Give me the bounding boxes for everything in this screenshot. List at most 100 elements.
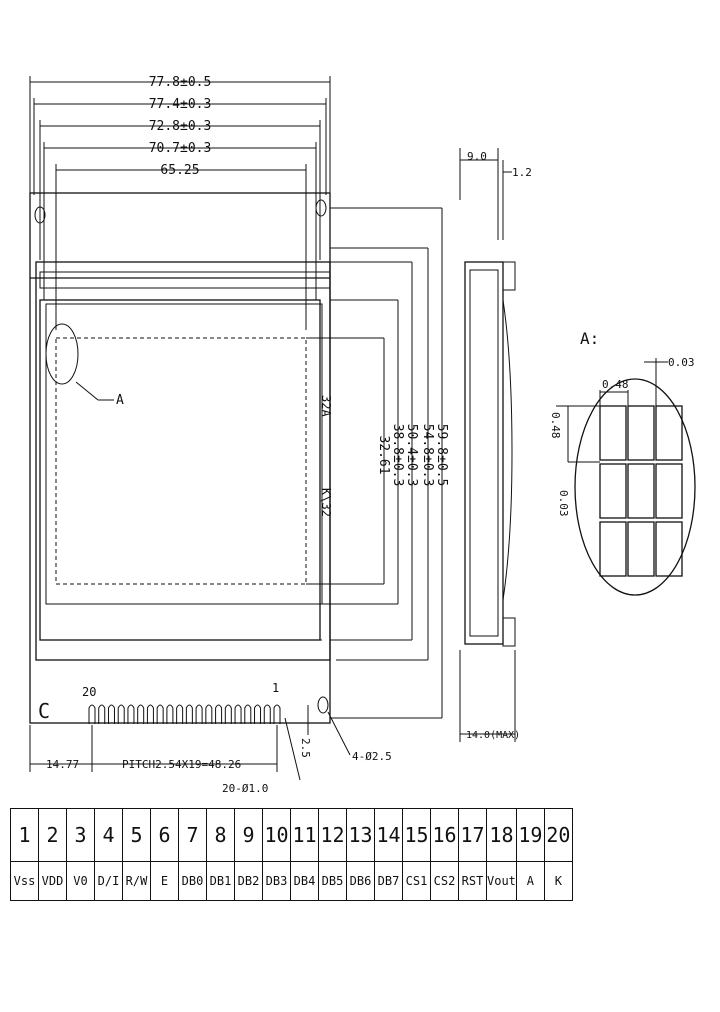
pin-number-cell: 4 (94, 808, 123, 862)
pin-signal-cell: DB3 (262, 861, 291, 901)
connector-pin (146, 704, 154, 724)
pin-signal-cell: DB4 (290, 861, 319, 901)
pin-number-cell: 16 (430, 808, 459, 862)
dim-side-offset: 1.2 (512, 166, 532, 179)
dim-top-2: 77.4±0.3 (149, 97, 212, 112)
vertical-label-k32: K\32 (319, 488, 333, 517)
connector-pin (127, 704, 135, 724)
lcd-mechanical-drawing: 77.8±0.5 77.4±0.3 72.8±0.3 70.7±0.3 65.2… (29, 75, 696, 795)
connector-pin (185, 704, 193, 724)
detail-pixel-dot (627, 405, 655, 461)
pin-signal-cell: DB2 (234, 861, 263, 901)
detail-pixel-dot (627, 463, 655, 519)
pin-signal-cell: DB7 (374, 861, 403, 901)
detail-ref-label: A (116, 393, 124, 408)
detail-pixel-dot (599, 521, 627, 577)
connector-pin (107, 704, 115, 724)
right-dimensions: 32.61 38.8±0.3 50.4±0.3 54.8±0.3 59.8±0.… (306, 207, 449, 719)
pin-number-cell: 3 (66, 808, 95, 862)
bottom-dimensions: 14.77 PITCH2.54X19=48.26 20-Ø1.0 2.5 4-Ø… (29, 705, 392, 795)
detail-title: A: (580, 329, 599, 348)
module-side-view: 9.0 1.2 14.0(MAX) (459, 148, 532, 742)
pin-number-cell: 20 (543, 808, 573, 862)
detail-a-circle (45, 323, 79, 385)
dim-right-3: 50.4±0.3 (404, 424, 419, 487)
connector-pin (263, 704, 271, 724)
pin-signal-cell: CS1 (402, 861, 431, 901)
dim-side-max: 14.0(MAX) (466, 730, 520, 741)
connector-pin (88, 704, 96, 724)
hole-top-right (315, 199, 327, 217)
dim-top-3: 72.8±0.3 (149, 119, 212, 134)
connector-pin (137, 704, 145, 724)
pin-signal-cell: V0 (66, 861, 95, 901)
hole-top-left (34, 206, 46, 224)
connector-pin (224, 704, 232, 724)
detail-dot-width: 0.48 (602, 378, 629, 391)
pin-number-cell: 8 (206, 808, 235, 862)
connector-pin (166, 704, 174, 724)
pin-number-cell: 2 (38, 808, 67, 862)
pin-number-cell: 9 (234, 808, 263, 862)
detail-pixel-dot (655, 463, 683, 519)
pin-signal-cell: DB1 (206, 861, 235, 901)
pin-number-cell: 15 (402, 808, 431, 862)
module-front-view: C A 32A K\32 (29, 192, 333, 724)
pin-number-cell: 14 (374, 808, 403, 862)
dim-right-1: 32.61 (376, 435, 391, 474)
pin-signal-cell: DB6 (346, 861, 375, 901)
pin-signal-cell: CS2 (430, 861, 459, 901)
connector-pins (88, 704, 281, 724)
pin-signal-cell: VDD (38, 861, 67, 901)
connector-pin (273, 704, 281, 724)
connector-pin (195, 704, 203, 724)
dim-mount-holes: 4-Ø2.5 (352, 750, 392, 763)
pin-number-cell: 5 (122, 808, 151, 862)
pin-signal-cell: K (543, 861, 573, 901)
connector-pin (215, 704, 223, 724)
detail-pixel-dot (599, 463, 627, 519)
pin-signal-cell: DB0 (178, 861, 207, 901)
pin-signal-cell: D/I (94, 861, 123, 901)
detail-pixel-dot (655, 521, 683, 577)
dim-pin-offset: 2.5 (299, 738, 312, 758)
pin-number-cell: 18 (486, 808, 517, 862)
pin-number-cell: 10 (262, 808, 291, 862)
pin-number-cell: 19 (515, 808, 545, 862)
pin-number-cell: 7 (178, 808, 207, 862)
dim-top-4: 70.7±0.3 (149, 141, 212, 156)
connector-pin (176, 704, 184, 724)
dim-right-2: 38.8±0.3 (390, 424, 405, 487)
detail-pixel-dot (599, 405, 627, 461)
pin-signal-cell: RST (458, 861, 487, 901)
detail-a: A: 0.48 0.03 0.48 0.03 (549, 329, 696, 596)
dim-pin-hole: 20-Ø1.0 (222, 782, 268, 795)
pin-number-cell: 6 (150, 808, 179, 862)
connector-pin (98, 704, 106, 724)
detail-pixel-dot (627, 521, 655, 577)
connector-pin (205, 704, 213, 724)
connector-pin (117, 704, 125, 724)
detail-pixel-dot (655, 405, 683, 461)
pin-number-cell: 11 (290, 808, 319, 862)
connector-pin (234, 704, 242, 724)
dim-side-thickness: 9.0 (467, 150, 487, 163)
corner-label-c: C (38, 699, 50, 723)
dim-top-5: 65.25 (160, 163, 199, 178)
pin-signal-cell: A (515, 861, 545, 901)
pin-label-last: 20 (82, 685, 96, 699)
pin-number-cell: 13 (346, 808, 375, 862)
dim-top-1: 77.8±0.5 (149, 75, 212, 90)
pin-number-cell: 12 (318, 808, 347, 862)
detail-gap-width: 0.03 (668, 356, 695, 369)
connector-pin (156, 704, 164, 724)
dim-pitch: PITCH2.54X19=48.26 (122, 758, 241, 771)
dim-right-4: 54.8±0.3 (420, 424, 435, 487)
pin-signal-cell: Vout (486, 861, 517, 901)
top-dimensions: 77.8±0.5 77.4±0.3 72.8±0.3 70.7±0.3 65.2… (29, 75, 331, 330)
pin-signal-cell: E (150, 861, 179, 901)
hole-bottom-right (317, 696, 329, 714)
